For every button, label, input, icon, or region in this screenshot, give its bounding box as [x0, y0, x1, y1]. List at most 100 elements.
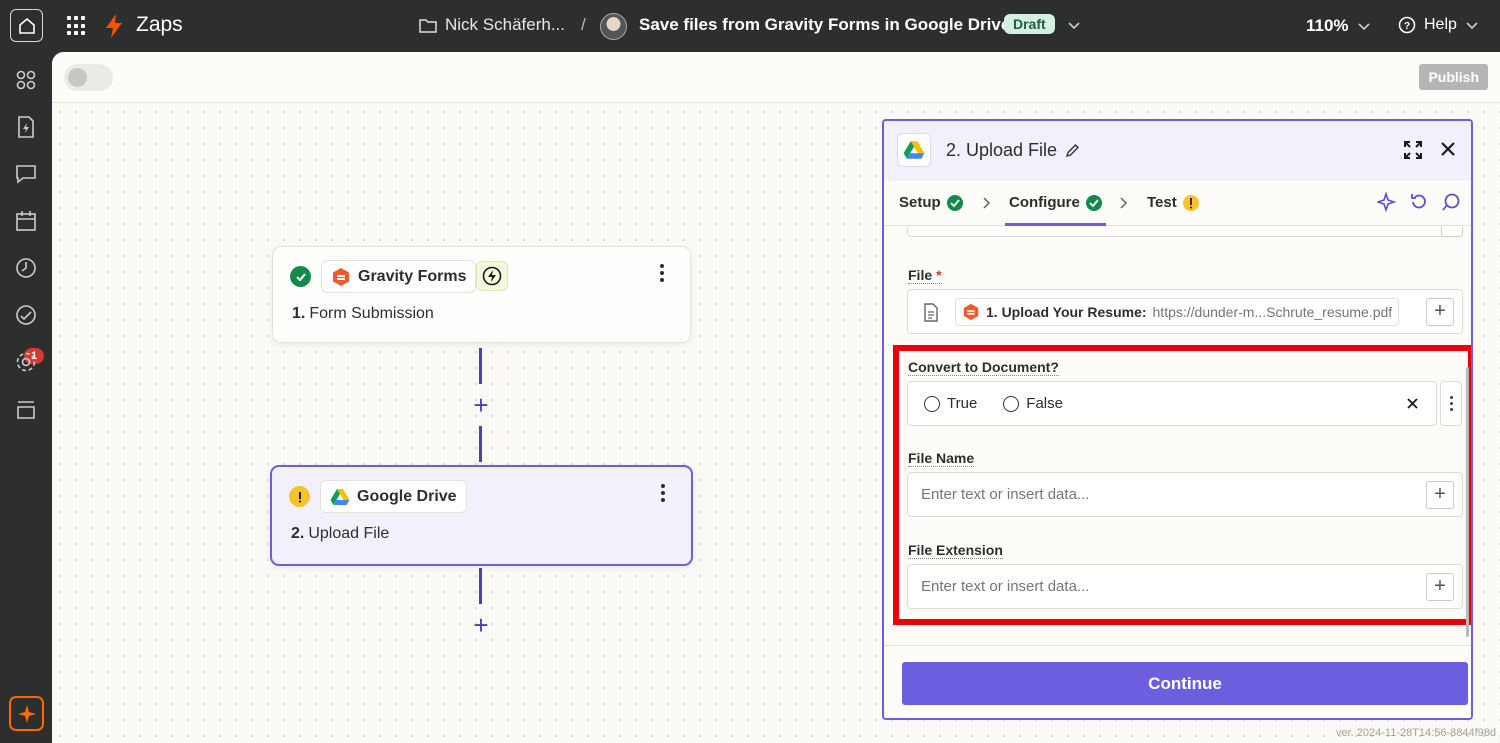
help-menu[interactable]: ? Help — [1398, 16, 1479, 34]
breadcrumb-separator: / — [581, 15, 586, 34]
scrollbar[interactable] — [1466, 367, 1469, 637]
google-drive-logo-icon — [330, 488, 350, 505]
radio-true[interactable]: True — [924, 395, 977, 412]
add-step-button[interactable]: + — [473, 610, 489, 640]
status-badge: Draft — [1004, 14, 1055, 34]
svg-text:?: ? — [1404, 21, 1410, 32]
top-bar: Zaps Nick Schäferh... / Save files from … — [0, 0, 1500, 52]
warning-icon — [289, 486, 310, 507]
insert-data-button[interactable]: + — [1426, 481, 1454, 509]
file-name-label: File Name — [908, 450, 975, 467]
continue-button[interactable]: Continue — [902, 662, 1468, 705]
file-field[interactable]: 1. Upload Your Resume: https://dunder-m.… — [907, 289, 1463, 334]
chevron-down-icon — [1466, 22, 1478, 30]
sidebar: 1 — [0, 52, 52, 743]
file-extension-input[interactable]: Enter text or insert data... + — [907, 564, 1463, 609]
panel-title[interactable]: 2. Upload File — [946, 140, 1080, 161]
help-label: Help — [1424, 16, 1457, 33]
app-chip-google-drive: Google Drive — [320, 480, 467, 513]
kebab-menu-icon[interactable] — [660, 264, 666, 282]
refresh-icon[interactable] — [1409, 192, 1429, 212]
history-icon[interactable] — [14, 256, 38, 280]
expand-icon[interactable] — [1403, 140, 1423, 160]
check-circle-icon — [1085, 194, 1102, 211]
tab-test[interactable]: Test — [1147, 194, 1199, 211]
connector-line — [479, 568, 482, 604]
scrolled-field-menu[interactable] — [1441, 227, 1463, 237]
breadcrumb-folder[interactable]: Nick Schäferh... — [445, 15, 565, 34]
clear-icon[interactable] — [1406, 397, 1419, 410]
zap-on-off-toggle[interactable] — [64, 64, 113, 91]
step-editor-panel: 2. Upload File Setup Configure Test — [882, 119, 1473, 720]
pencil-icon[interactable] — [1065, 143, 1080, 158]
close-icon[interactable] — [1439, 140, 1457, 158]
status-icon[interactable] — [14, 303, 38, 327]
apps-grid-icon[interactable] — [67, 16, 87, 36]
zap-title[interactable]: Save files from Gravity Forms in Google … — [639, 15, 1011, 34]
settings-icon[interactable] — [14, 350, 38, 374]
insert-data-button[interactable]: + — [1426, 298, 1454, 326]
calendar-icon[interactable] — [14, 209, 38, 233]
apps-icon[interactable] — [14, 68, 38, 92]
app-chip-gravity-forms: Gravity Forms — [321, 260, 477, 293]
document-icon — [924, 303, 938, 322]
zoom-select[interactable]: 110% — [1306, 16, 1371, 36]
chevron-down-icon[interactable] — [1066, 17, 1082, 33]
sparkle-icon — [17, 704, 36, 723]
layers-icon[interactable] — [14, 397, 38, 421]
ai-sparkle-icon[interactable] — [1377, 192, 1397, 212]
gravity-forms-logo-icon — [333, 267, 349, 286]
gravity-forms-logo-icon — [963, 303, 979, 321]
file-extension-label: File Extension — [908, 542, 1003, 559]
breadcrumb: Nick Schäferh... / — [419, 15, 586, 35]
step-card-action[interactable]: Google Drive 2.Upload File — [270, 465, 693, 566]
publish-button[interactable]: Publish — [1419, 64, 1488, 90]
chevron-down-icon — [1357, 23, 1370, 31]
check-circle-icon — [946, 194, 963, 211]
home-button[interactable] — [10, 9, 43, 42]
convert-radio-group: True False — [907, 381, 1437, 426]
active-tab-indicator — [1005, 223, 1106, 226]
app-name[interactable]: Zaps — [136, 13, 183, 36]
tab-configure[interactable]: Configure — [1009, 194, 1102, 211]
step-card-trigger[interactable]: Gravity Forms 1.Form Submission — [272, 246, 691, 343]
google-drive-logo-icon — [897, 133, 931, 167]
version-label: ver. 2024-11-28T14:56-8844f98d — [1335, 727, 1496, 739]
add-step-button[interactable]: + — [473, 390, 489, 420]
panel-body: File* 1. Upload Your Resume: https://dun… — [884, 227, 1471, 645]
step-tabs: Setup Configure Test — [884, 181, 1471, 226]
help-icon: ? — [1398, 16, 1416, 34]
connector-line — [479, 348, 482, 384]
chat-icon[interactable] — [14, 162, 38, 186]
panel-footer: Continue — [884, 645, 1471, 718]
tab-setup[interactable]: Setup — [899, 194, 963, 211]
zap-canvas[interactable]: Gravity Forms 1.Form Submission + Google… — [52, 104, 1500, 743]
folder-icon — [419, 19, 437, 33]
chevron-right-icon — [1120, 197, 1128, 209]
field-options-button[interactable] — [1440, 381, 1462, 426]
file-label: File* — [908, 267, 942, 284]
step-title: 1.Form Submission — [292, 305, 434, 322]
home-icon — [18, 17, 35, 34]
editor-main: Publish Gravity Forms 1.Form Submission … — [52, 52, 1500, 743]
mapped-field-chip[interactable]: 1. Upload Your Resume: https://dunder-m.… — [955, 298, 1400, 326]
comment-icon[interactable] — [1441, 192, 1461, 212]
trigger-bolt-icon — [476, 261, 508, 291]
kebab-menu-icon[interactable] — [661, 484, 667, 502]
avatar — [600, 13, 627, 40]
zaps-icon[interactable] — [14, 115, 38, 139]
scrolled-field[interactable] — [907, 227, 1463, 237]
check-circle-icon — [290, 266, 311, 287]
editor-toolbar: Publish — [52, 52, 1500, 103]
panel-tools — [1377, 192, 1461, 212]
copilot-button[interactable] — [9, 696, 44, 731]
chevron-right-icon — [983, 197, 991, 209]
zoom-level: 110% — [1306, 16, 1349, 35]
panel-header: 2. Upload File — [884, 121, 1471, 181]
zapier-bolt-icon — [106, 14, 122, 38]
convert-label: Convert to Document? — [908, 359, 1059, 376]
file-name-input[interactable]: Enter text or insert data... + — [907, 472, 1463, 517]
connector-line — [479, 426, 482, 462]
insert-data-button[interactable]: + — [1426, 573, 1454, 601]
radio-false[interactable]: False — [1003, 395, 1063, 412]
